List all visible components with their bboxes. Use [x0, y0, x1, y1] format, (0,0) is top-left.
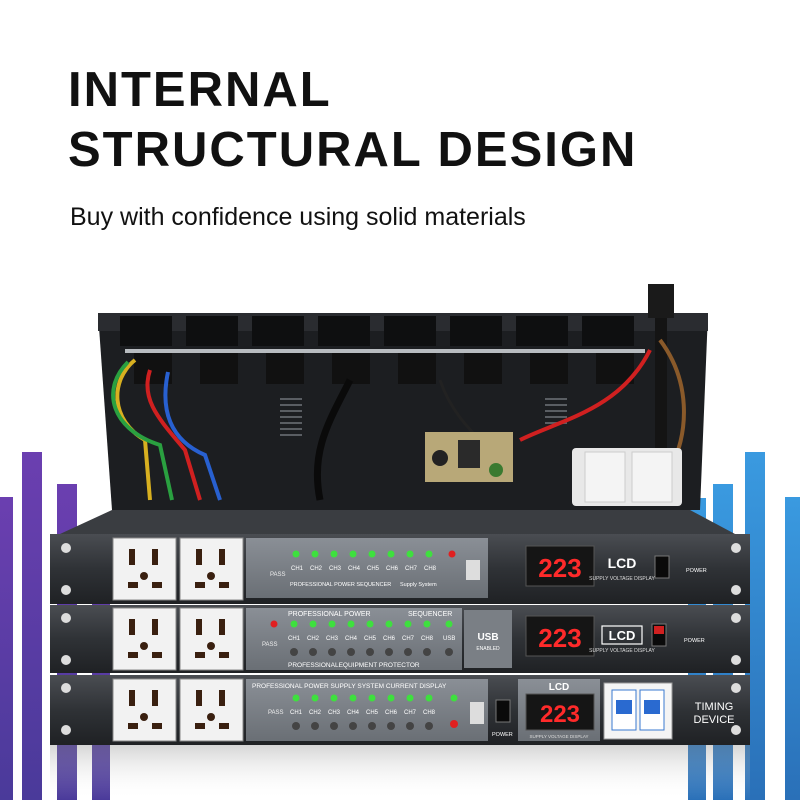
panel-title-left: PROFESSIONAL POWER — [288, 611, 371, 618]
ch-label: CH4 — [347, 710, 360, 716]
outlet-modules — [120, 316, 634, 384]
power-label: POWER — [684, 638, 705, 644]
panel-subtitle: Supply System — [400, 582, 437, 588]
ch-label: CH2 — [310, 566, 323, 572]
headline-line-2: STRUCTURAL DESIGN — [68, 123, 638, 177]
display-caption: SUPPLY VOLTAGE DISPLAY — [589, 576, 655, 582]
control-panel — [246, 608, 462, 670]
ch-label: CH5 — [364, 636, 377, 642]
socket-2 — [179, 607, 244, 671]
panel-title: PROFESSIONAL POWER SEQUENCER — [290, 582, 391, 588]
open-chassis — [98, 284, 708, 510]
voltage-value: 223 — [538, 623, 581, 653]
vent-slots — [280, 398, 567, 436]
socket-1 — [112, 607, 177, 671]
socket-1 — [112, 678, 177, 742]
ch-label: CH4 — [348, 566, 361, 572]
voltage-display — [525, 693, 595, 731]
ch-label: CH7 — [402, 636, 415, 642]
channel-leds — [292, 550, 456, 558]
voltage-value: 223 — [538, 553, 581, 583]
brand-line-2: DEVICE — [694, 714, 735, 726]
socket-2 — [179, 678, 244, 742]
rack-unit-bottom: PROFESSIONAL POWER SUPPLY SYSTEM CURRENT… — [50, 675, 750, 745]
pass-label: PASS — [270, 572, 286, 578]
usb-badge-sub: ENABLED — [476, 646, 500, 652]
usb-port[interactable] — [466, 560, 480, 580]
ch-label: CH1 — [291, 566, 304, 572]
power-label: POWER — [492, 732, 513, 738]
ch-label: CH2 — [309, 710, 322, 716]
ch-label: CH5 — [366, 710, 379, 716]
pass-label: PASS — [262, 642, 278, 648]
display-caption: SUPPLY VOLTAGE DISPLAY — [589, 648, 655, 654]
tagline: Buy with confidence using solid material… — [70, 203, 526, 231]
lcd-label: LCD — [609, 628, 636, 643]
power-switch[interactable] — [654, 555, 670, 579]
lcd-label: LCD — [608, 555, 637, 571]
voltage-value: 223 — [540, 701, 580, 728]
lcd-label: LCD — [549, 682, 570, 693]
ch-label: CH5 — [367, 566, 380, 572]
headline-line-1: INTERNAL — [68, 63, 332, 117]
control-panel — [246, 679, 488, 741]
ch-label: CH6 — [385, 710, 398, 716]
brand-line-1: TIMING — [695, 701, 734, 713]
power-label: POWER — [686, 568, 707, 574]
ch-label: USB — [443, 636, 455, 642]
rack-unit-middle: PROFESSIONAL POWER SEQUENCER PASS CH1 CH… — [50, 605, 750, 673]
voltage-display — [525, 545, 595, 587]
panel-title-right: SEQUENCER — [408, 611, 452, 618]
rack-unit-top: PASS CH1 CH2 CH3 CH4 CH5 CH6 CH7 CH8 PRO… — [50, 510, 750, 604]
ch-label: CH4 — [345, 636, 358, 642]
ch-label: CH8 — [424, 566, 437, 572]
usb-port[interactable] — [470, 702, 484, 724]
ch-label: CH1 — [290, 710, 303, 716]
voltage-display — [525, 615, 595, 657]
ch-label: CH7 — [404, 710, 417, 716]
panel-title: PROFESSIONAL POWER SUPPLY SYSTEM CURRENT… — [252, 683, 447, 690]
pass-label: PASS — [268, 710, 284, 716]
cable-gland — [648, 284, 674, 318]
socket-2 — [179, 537, 244, 601]
ch-label: CH2 — [307, 636, 320, 642]
ch-label: CH7 — [405, 566, 418, 572]
usb-badge: USB — [477, 632, 498, 643]
ch-label: CH3 — [328, 710, 341, 716]
ch-label: CH1 — [288, 636, 301, 642]
socket-1 — [112, 537, 177, 601]
power-switch[interactable] — [495, 699, 511, 723]
floor-reflection — [50, 745, 750, 800]
ch-label: CH8 — [423, 710, 436, 716]
ch-label: CH6 — [386, 566, 399, 572]
ch-label: CH6 — [383, 636, 396, 642]
ch-label: CH3 — [326, 636, 339, 642]
ch-label: CH8 — [421, 636, 434, 642]
control-panel — [246, 538, 488, 598]
ch-label: CH3 — [329, 566, 342, 572]
panel-bottom-label: PROFESSIONALEQUIPMENT PROTECTOR — [288, 662, 420, 669]
display-caption: SUPPLY VOLTAGE DISPLAY — [529, 734, 588, 739]
